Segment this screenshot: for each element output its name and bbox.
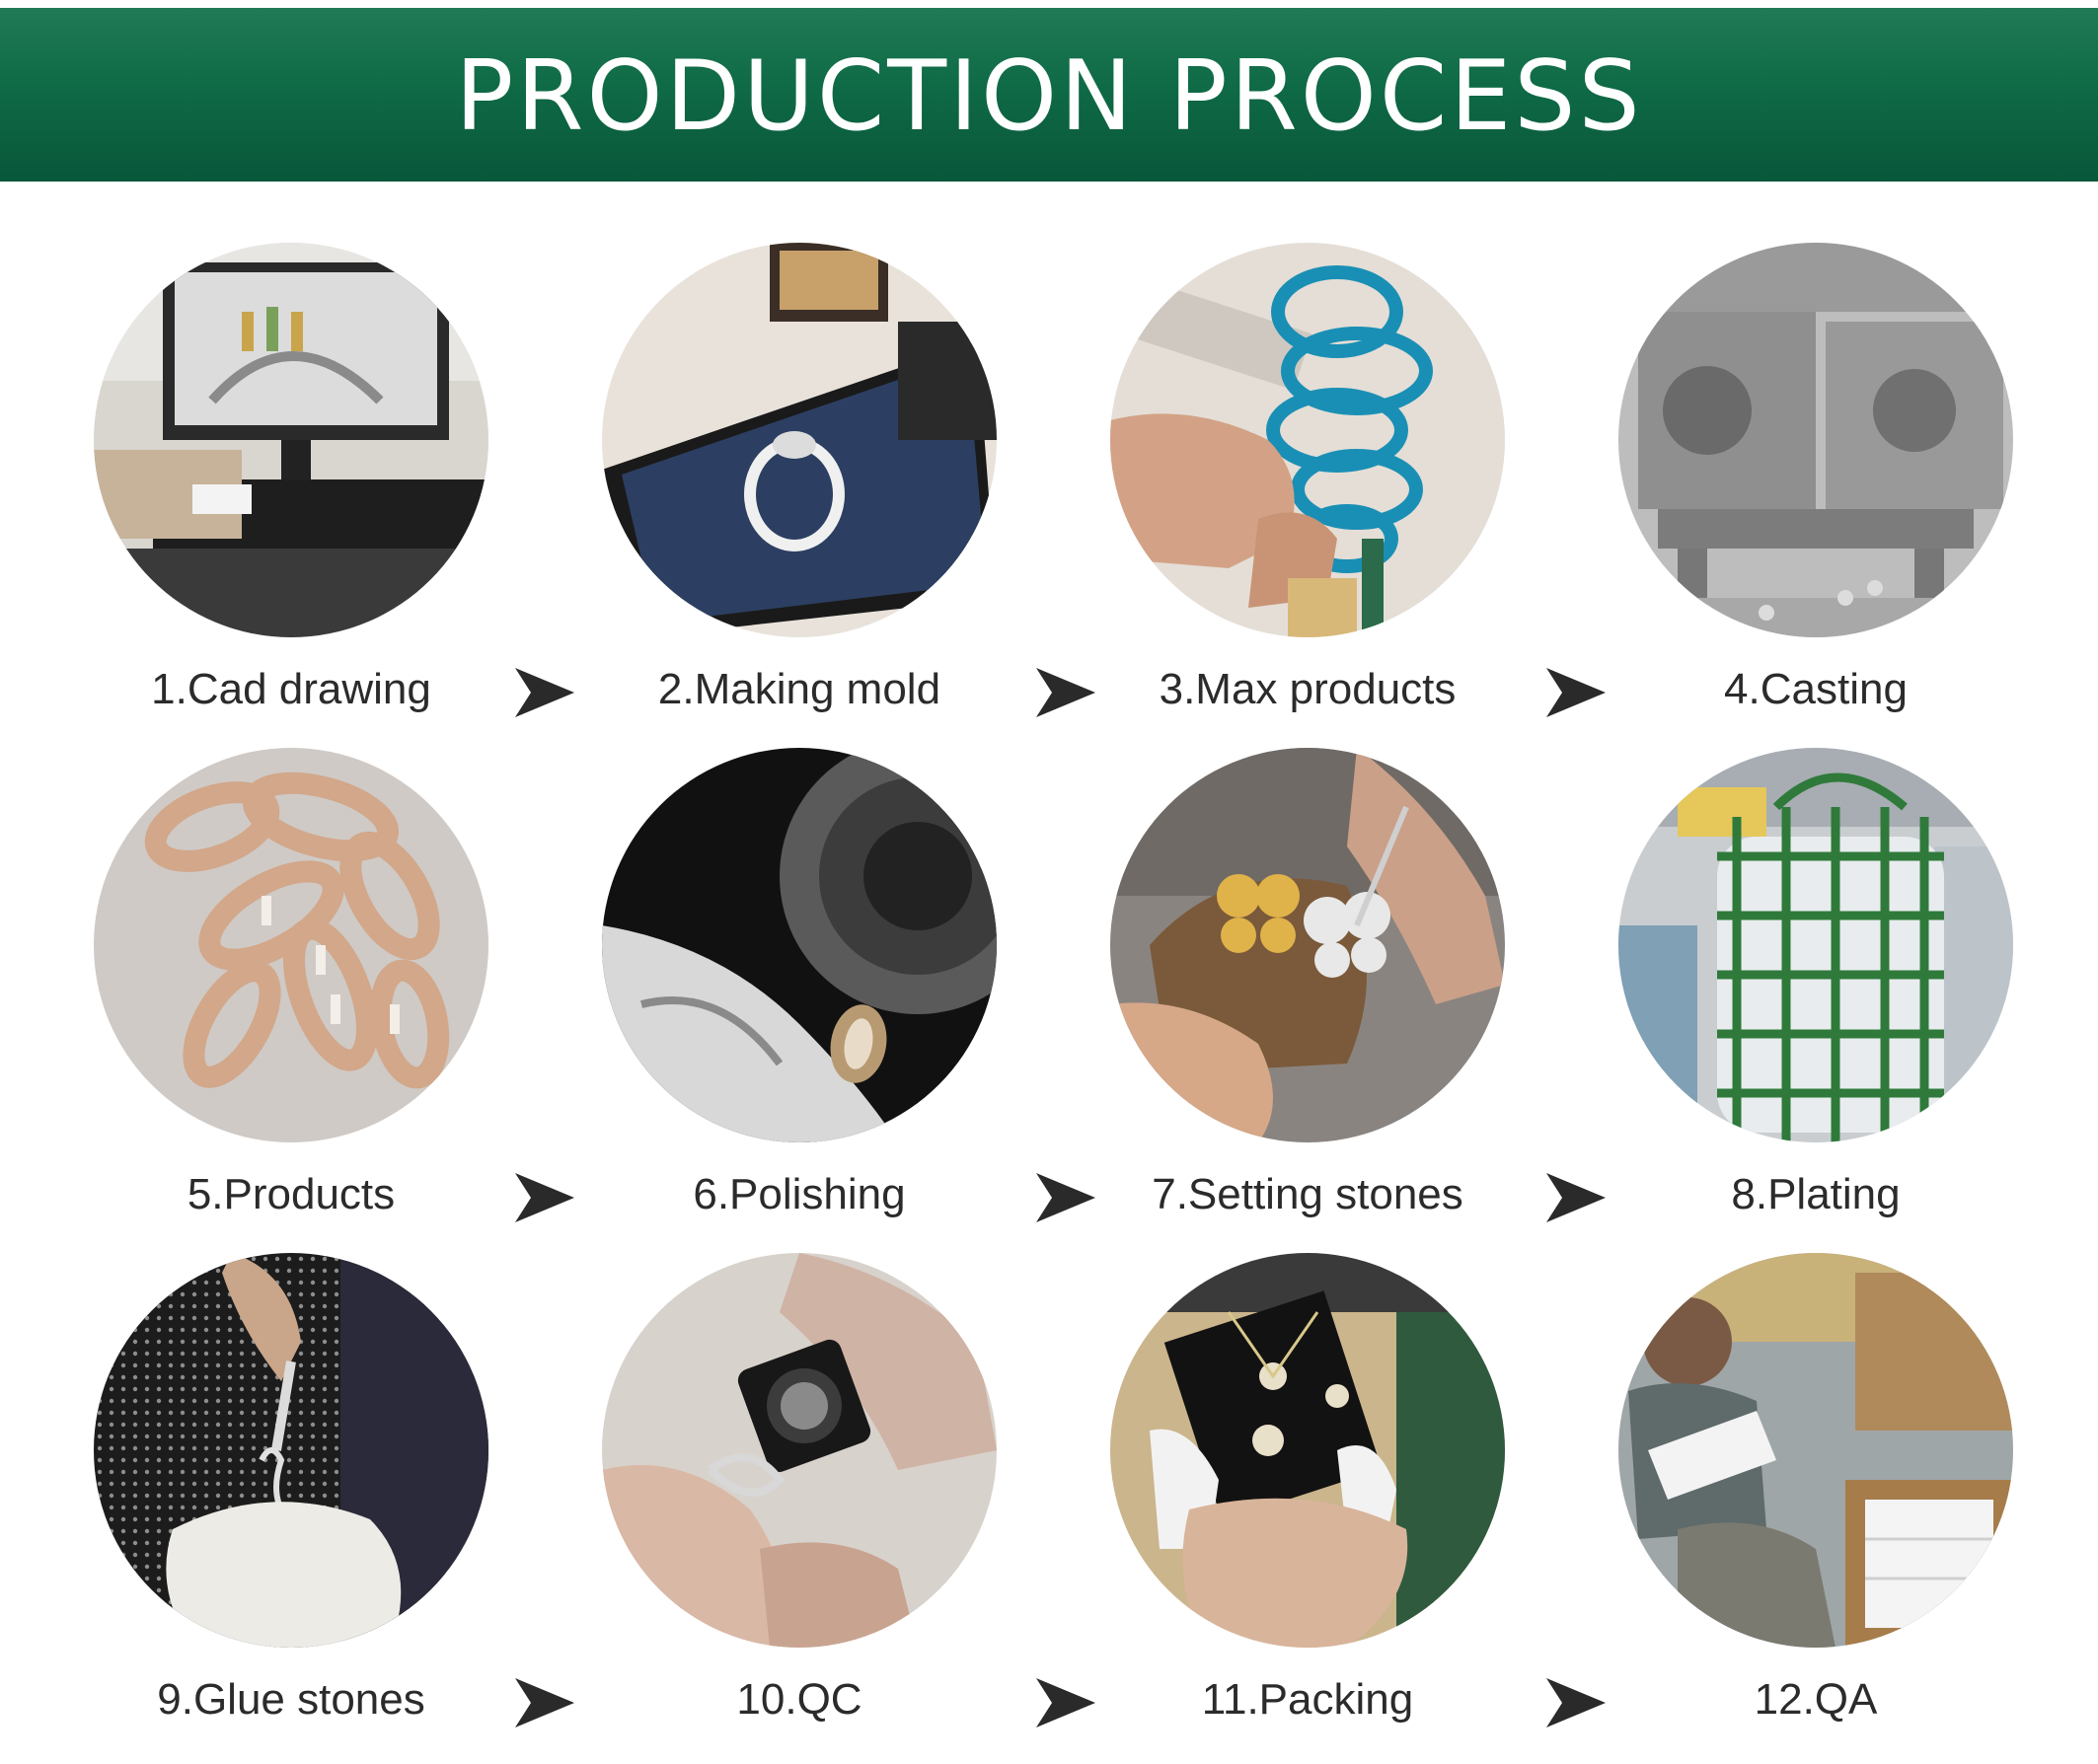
arrow-right-icon — [1036, 1173, 1095, 1222]
step-label: 10.QC — [736, 1675, 862, 1724]
arrow-right-icon — [1546, 1173, 1606, 1222]
glue-stones-photo — [94, 1253, 488, 1648]
step-plating: 8.Plating — [1609, 748, 2023, 1241]
polishing-photo — [602, 748, 997, 1142]
step-label: 12.QA — [1754, 1675, 1878, 1724]
step-label: 4.Casting — [1724, 665, 1908, 713]
packing-photo — [1110, 1253, 1505, 1648]
step-label: 7.Setting stones — [1152, 1170, 1463, 1218]
max-products-photo — [1110, 243, 1505, 637]
step-setting-stones: 7.Setting stones — [1100, 748, 1515, 1241]
step-products: 5.Products — [84, 748, 498, 1241]
arrow-right-icon — [1036, 1678, 1095, 1727]
arrow-right-icon — [515, 1678, 574, 1727]
plating-photo — [1618, 748, 2013, 1142]
step-label: 9.Glue stones — [157, 1675, 425, 1724]
arrow-right-icon — [1546, 668, 1606, 717]
step-label: 11.Packing — [1201, 1675, 1414, 1724]
step-qa: 12.QA — [1609, 1253, 2023, 1746]
page-title: PRODUCTION PROCESS — [455, 40, 1643, 153]
arrow-right-icon — [1036, 668, 1095, 717]
step-label: 2.Making mold — [657, 665, 941, 713]
step-label: 8.Plating — [1731, 1170, 1901, 1218]
cad-drawing-photo — [94, 243, 488, 637]
step-packing: 11.Packing — [1100, 1253, 1515, 1746]
step-making-mold: 2.Making mold — [592, 243, 1007, 736]
step-label: 3.Max products — [1159, 665, 1457, 713]
products-photo — [94, 748, 488, 1142]
making-mold-photo — [602, 243, 997, 637]
step-label: 1.Cad drawing — [151, 665, 431, 713]
arrow-right-icon — [515, 1173, 574, 1222]
step-glue-stones: 9.Glue stones — [84, 1253, 498, 1746]
header-banner: PRODUCTION PROCESS — [0, 8, 2098, 182]
step-max-products: 3.Max products — [1100, 243, 1515, 736]
step-label: 6.Polishing — [693, 1170, 906, 1218]
casting-photo — [1618, 243, 2013, 637]
step-qc: 10.QC — [592, 1253, 1007, 1746]
setting-stones-photo — [1110, 748, 1505, 1142]
step-casting: 4.Casting — [1609, 243, 2023, 736]
step-polishing: 6.Polishing — [592, 748, 1007, 1241]
qc-photo — [602, 1253, 997, 1648]
arrow-right-icon — [1546, 1678, 1606, 1727]
qa-photo — [1618, 1253, 2013, 1648]
step-cad-drawing: 1.Cad drawing — [84, 243, 498, 736]
step-label: 5.Products — [187, 1170, 396, 1218]
arrow-right-icon — [515, 668, 574, 717]
